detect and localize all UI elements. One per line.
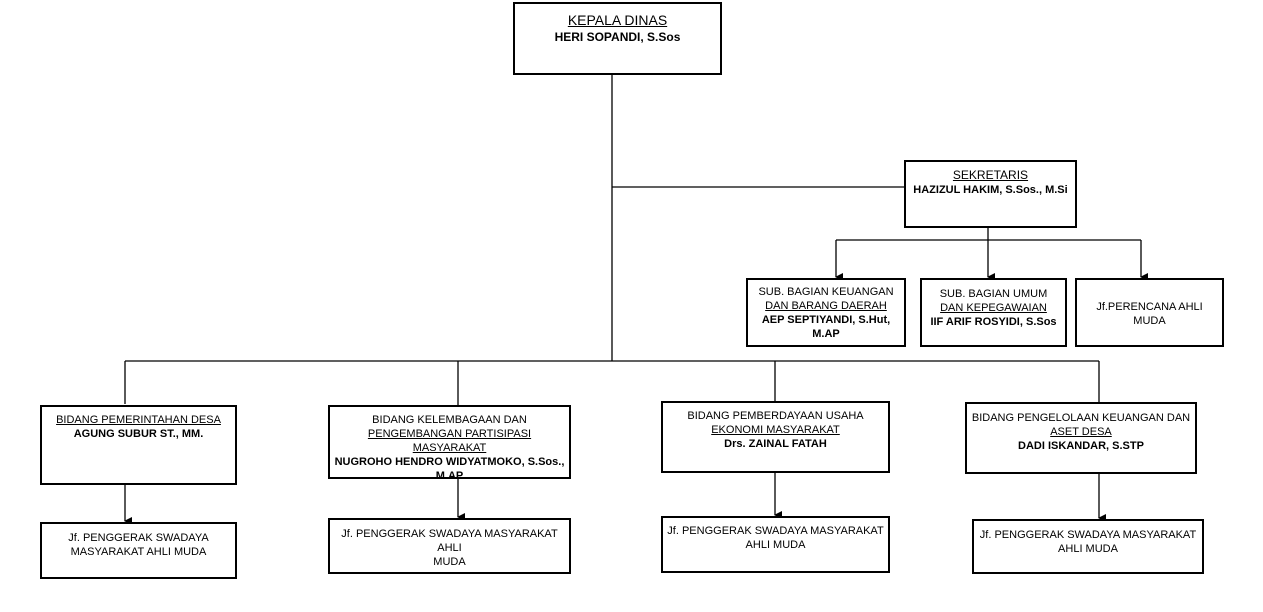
jf-penggerak-box-3: Jf. PENGGERAK SWADAYA MASYARAKAT AHLI MU… [661, 516, 890, 573]
sekretaris-name: HAZIZUL HAKIM, S.Sos., M.Si [913, 184, 1068, 196]
jf-4-line2: AHLI MUDA [1058, 543, 1118, 555]
bidang-pengelolaan-name: DADI ISKANDAR, S.STP [1018, 440, 1144, 452]
kepala-dinas-box: KEPALA DINAS HERI SOPANDI, S.Sos [513, 2, 722, 75]
sub-umum-line2: DAN KEPEGAWAIAN [940, 302, 1047, 314]
sub-keuangan-name1: AEP SEPTIYANDI, S.Hut, [761, 314, 891, 326]
jf-penggerak-box-4: Jf. PENGGERAK SWADAYA MASYARAKAT AHLI MU… [972, 519, 1204, 574]
bidang-kelembagaan-line2: PENGEMBANGAN PARTISIPASI MASYARAKAT [367, 428, 532, 454]
bidang-kelembagaan-name1: NUGROHO HENDRO WIDYATMOKO, S.Sos., [334, 456, 565, 468]
sub-keuangan-line2: DAN BARANG DAERAH [765, 300, 887, 312]
jf-1-line2: MASYARAKAT AHLI MUDA [70, 546, 207, 558]
sub-keuangan-name2: M.AP [812, 328, 840, 340]
jf-1-line1: Jf. PENGGERAK SWADAYA [68, 532, 209, 544]
sub-bagian-umum-box: SUB. BAGIAN UMUM DAN KEPEGAWAIAN IIF ARI… [920, 278, 1067, 347]
kepala-dinas-name: HERI SOPANDI, S.Sos [554, 30, 681, 44]
bidang-pemberdayaan-line1: BIDANG PEMBERDAYAAN USAHA [687, 410, 864, 422]
kepala-dinas-title: KEPALA DINAS [567, 12, 668, 28]
jf-3-line2: AHLI MUDA [745, 539, 806, 551]
sub-keuangan-line1: SUB. BAGIAN KEUANGAN [758, 286, 894, 298]
bidang-pengelolaan-box: BIDANG PENGELOLAAN KEUANGAN DAN ASET DES… [965, 402, 1197, 474]
jf-perencana-line1: Jf.PERENCANA AHLI [1096, 301, 1203, 313]
bidang-pemerintahan-title: BIDANG PEMERINTAHAN DESA [56, 414, 221, 426]
sekretaris-title: SEKRETARIS [952, 168, 1029, 182]
bidang-pemberdayaan-line2: EKONOMI MASYARAKAT [711, 424, 840, 436]
bidang-pemberdayaan-box: BIDANG PEMBERDAYAAN USAHA EKONOMI MASYAR… [661, 401, 890, 473]
bidang-kelembagaan-line1: BIDANG KELEMBAGAAN DAN [372, 414, 527, 426]
sekretaris-box: SEKRETARIS HAZIZUL HAKIM, S.Sos., M.Si [904, 160, 1077, 228]
jf-perencana-box: Jf.PERENCANA AHLI MUDA [1075, 278, 1224, 347]
bidang-pengelolaan-line2: ASET DESA [1050, 426, 1112, 438]
bidang-pemerintahan-box: BIDANG PEMERINTAHAN DESA AGUNG SUBUR ST.… [40, 405, 237, 485]
sub-umum-name: IIF ARIF ROSYIDI, S.Sos [930, 316, 1057, 328]
bidang-pengelolaan-line1: BIDANG PENGELOLAAN KEUANGAN DAN [971, 412, 1191, 424]
jf-perencana-line2: MUDA [1133, 315, 1166, 327]
sub-bagian-keuangan-box: SUB. BAGIAN KEUANGAN DAN BARANG DAERAH A… [746, 278, 906, 347]
jf-2-line2: MUDA [433, 556, 466, 568]
jf-penggerak-box-1: Jf. PENGGERAK SWADAYA MASYARAKAT AHLI MU… [40, 522, 237, 579]
bidang-pemberdayaan-name: Drs. ZAINAL FATAH [724, 438, 827, 450]
jf-penggerak-box-2: Jf. PENGGERAK SWADAYA MASYARAKAT AHLI MU… [328, 518, 571, 574]
jf-3-line1: Jf. PENGGERAK SWADAYA MASYARAKAT [667, 525, 884, 537]
bidang-kelembagaan-box: BIDANG KELEMBAGAAN DAN PENGEMBANGAN PART… [328, 405, 571, 482]
bidang-kelembagaan-name2: M.AP [435, 470, 464, 482]
jf-4-line1: Jf. PENGGERAK SWADAYA MASYARAKAT [979, 529, 1197, 541]
bidang-pemerintahan-name: AGUNG SUBUR ST., MM. [73, 428, 204, 440]
sub-umum-line1: SUB. BAGIAN UMUM [939, 288, 1048, 300]
jf-2-line1: Jf. PENGGERAK SWADAYA MASYARAKAT AHLI [341, 528, 558, 554]
